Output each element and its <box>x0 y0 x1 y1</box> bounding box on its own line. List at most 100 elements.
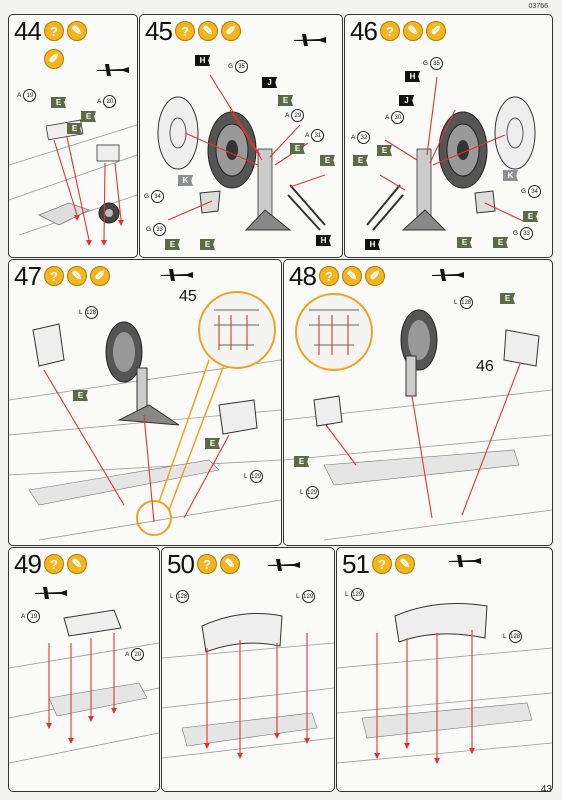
step-number: 51 <box>342 549 370 579</box>
paint-flag-E: E <box>457 237 472 248</box>
step-44-drawing <box>9 119 137 246</box>
glue-icon: ✎ <box>197 21 218 41</box>
question-icon: ? <box>318 266 339 286</box>
step-number: 49 <box>14 549 42 579</box>
glue-icon: ✎ <box>402 21 423 41</box>
glue-icon: ✎ <box>66 21 87 41</box>
step-46-drawing <box>366 76 536 231</box>
plane-icon <box>35 587 67 599</box>
step-number: 44 <box>14 16 42 46</box>
step-50-drawing <box>162 613 334 759</box>
question-icon: ? <box>43 266 64 286</box>
glue-icon: ✎ <box>66 266 87 286</box>
paint-flag-E: E <box>81 111 96 122</box>
paint-flag-J: J <box>399 95 414 106</box>
paint-flag-E: E <box>165 239 180 250</box>
step-number: 45 <box>145 16 173 46</box>
paint-flag-H: H <box>195 55 210 66</box>
question-icon: ? <box>43 21 64 41</box>
step-number: 46 <box>350 16 378 46</box>
paint-flag-E: E <box>67 123 82 134</box>
plane-icon <box>268 559 300 571</box>
paint-flag-E: E <box>278 95 293 106</box>
question-icon: ? <box>196 554 217 574</box>
paint-flag-E: E <box>294 456 309 467</box>
paint-flag-E: E <box>320 155 335 166</box>
step-47-drawing <box>9 291 281 541</box>
paint-icon: ✐ <box>364 266 385 286</box>
glue-icon: ✎ <box>219 554 240 574</box>
paint-flag-J: J <box>262 77 277 88</box>
step-51-drawing <box>337 603 552 764</box>
paint-flag-H: H <box>316 235 331 246</box>
paint-flag-E: E <box>377 145 392 156</box>
paint-icon: ✐ <box>44 49 64 69</box>
paint-flag-E: E <box>523 211 538 222</box>
paint-flag-H: H <box>405 71 420 82</box>
paint-flag-E: E <box>73 390 88 401</box>
question-icon: ? <box>174 21 195 41</box>
paint-flag-E: E <box>205 438 220 449</box>
plane-icon <box>97 64 129 76</box>
question-icon: ? <box>43 554 64 574</box>
plane-icon <box>161 269 193 281</box>
step-number: 48 <box>289 261 317 291</box>
paint-flag-E: E <box>493 237 508 248</box>
paint-flag-E: E <box>51 97 66 108</box>
paint-flag-E: E <box>500 293 515 304</box>
paint-icon: ✐ <box>425 21 446 41</box>
paint-flag-K: K <box>178 175 193 186</box>
paint-flag-K: K <box>503 170 518 181</box>
paint-icon: ✐ <box>220 21 241 41</box>
plane-icon <box>449 555 481 567</box>
glue-icon: ✎ <box>341 266 362 286</box>
step-45-drawing <box>157 74 326 231</box>
reference-step-number: 46 <box>476 358 494 375</box>
glue-icon: ✎ <box>394 554 415 574</box>
paint-flag-E: E <box>353 155 368 166</box>
reference-step-number: 45 <box>179 288 197 305</box>
paint-flag-H: H <box>365 239 380 250</box>
paint-flag-E: E <box>290 143 305 154</box>
step-number: 47 <box>14 261 42 291</box>
step-49-drawing <box>9 609 159 764</box>
question-icon: ? <box>371 554 392 574</box>
paint-icon: ✐ <box>89 266 110 286</box>
step-48-drawing <box>284 293 552 541</box>
catalog-code: 03766 <box>528 3 548 10</box>
glue-icon: ✎ <box>66 554 87 574</box>
page-number: 43 <box>540 784 552 795</box>
paint-flag-E: E <box>200 239 215 250</box>
plane-icon <box>294 34 326 46</box>
plane-icon <box>432 269 464 281</box>
